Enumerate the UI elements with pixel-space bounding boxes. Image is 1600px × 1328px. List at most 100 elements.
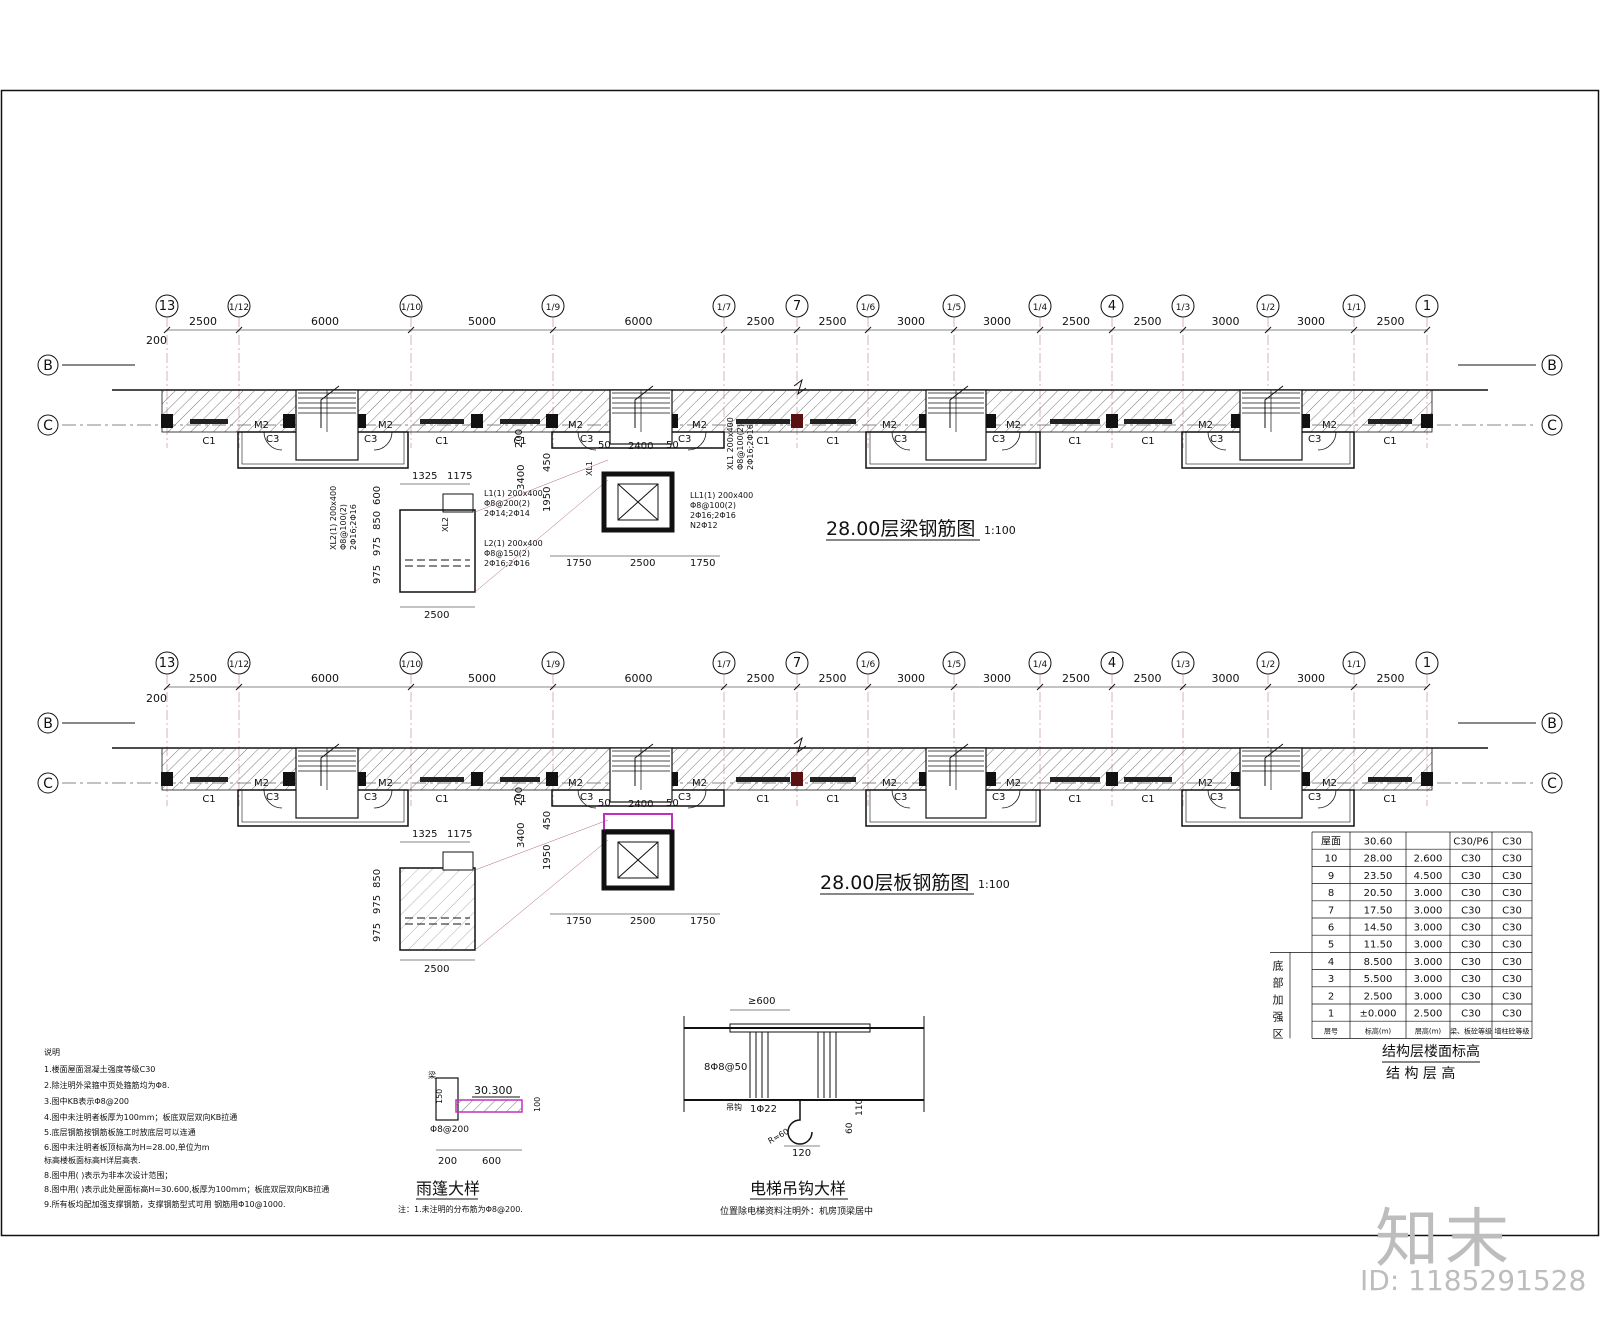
hook-side-dim: 60 bbox=[845, 1122, 855, 1134]
door-tag: M2 bbox=[254, 420, 269, 431]
span-dimension: 2500 bbox=[819, 315, 847, 328]
axis-label: 1/1 bbox=[1347, 660, 1361, 670]
window-tag: C3 bbox=[1308, 434, 1321, 445]
dim-50: 50 bbox=[598, 440, 611, 451]
column bbox=[791, 772, 803, 786]
table-cell: C30 bbox=[1502, 974, 1522, 985]
dim-side: 975 bbox=[372, 895, 383, 914]
span-dimension: 2500 bbox=[1377, 672, 1405, 685]
dimension-tick bbox=[1423, 683, 1431, 691]
wall-dimension: 200 bbox=[514, 787, 525, 806]
dimension-tick bbox=[1036, 326, 1044, 334]
table-cell: 3.000 bbox=[1414, 957, 1443, 968]
canopy-title: 雨篷大样 bbox=[416, 1179, 480, 1198]
stair-arrow bbox=[634, 743, 654, 786]
table-cell: C30 bbox=[1502, 905, 1522, 916]
span-dimension: 2500 bbox=[819, 672, 847, 685]
note-line: 标高楼板面标高H详层高表. bbox=[44, 1155, 141, 1165]
leader-line bbox=[474, 479, 609, 593]
table-cell: C30 bbox=[1461, 888, 1481, 899]
dimension-tick bbox=[864, 683, 872, 691]
left-detail: 1325 1175 850 975 975 2500 bbox=[372, 819, 609, 975]
hook-rebar-label: 8Φ8@50 bbox=[704, 1062, 747, 1073]
stair-arrow bbox=[1264, 385, 1284, 428]
note-l1-1: L1(1) 200x400 bbox=[484, 489, 543, 498]
dimension-tick bbox=[1350, 683, 1358, 691]
dim-1750: 1750 bbox=[566, 558, 591, 569]
table-cell: C30 bbox=[1502, 888, 1522, 899]
axis-label: 1/6 bbox=[861, 660, 876, 670]
note-line: 5.底层钢筋按钢筋板施工时放底层可以连通 bbox=[44, 1127, 196, 1137]
car-cross bbox=[617, 841, 659, 879]
table-cell: C30 bbox=[1461, 1009, 1481, 1020]
note-l2-3: 2Φ16;2Φ16 bbox=[484, 559, 530, 568]
table-side-label: 加 bbox=[1273, 994, 1284, 1007]
window-tag: C1 bbox=[435, 436, 448, 447]
axis-label: 7 bbox=[793, 656, 801, 671]
span-dimension: 3000 bbox=[897, 672, 925, 685]
table-cell: C30 bbox=[1461, 905, 1481, 916]
table-cell: 5.500 bbox=[1364, 974, 1393, 985]
column bbox=[161, 414, 173, 428]
stair-arrow bbox=[320, 385, 340, 428]
table-cell: C30 bbox=[1502, 837, 1522, 848]
table-cell: 9 bbox=[1328, 871, 1334, 882]
hook-bar-label: 1Φ22 bbox=[750, 1104, 777, 1115]
axis-label: 13 bbox=[159, 656, 176, 671]
column bbox=[1421, 414, 1433, 428]
table-side-label: 强 bbox=[1273, 1011, 1284, 1024]
table-cell: 梁、板砼等级 bbox=[1450, 1027, 1492, 1036]
window-tag: C1 bbox=[1068, 436, 1081, 447]
window-tag: C3 bbox=[992, 792, 1005, 803]
dimension-tick bbox=[793, 326, 801, 334]
axis-label-c-right: C bbox=[1547, 776, 1557, 792]
span-dimension: 2500 bbox=[747, 672, 775, 685]
dim-side: 975 bbox=[372, 565, 383, 584]
door-swing bbox=[687, 431, 707, 451]
table-cell: C30 bbox=[1461, 957, 1481, 968]
axis-label: 1/5 bbox=[947, 660, 961, 670]
span-dimension: 2500 bbox=[1134, 315, 1162, 328]
table-cell: 3.000 bbox=[1414, 888, 1443, 899]
dim-side: 975 bbox=[372, 537, 383, 556]
hook-rebars bbox=[749, 1032, 837, 1098]
note-l1-3: 2Φ14;2Φ14 bbox=[484, 509, 530, 518]
plan-scale: 1:100 bbox=[978, 878, 1010, 891]
dimension-tick bbox=[1108, 326, 1116, 334]
table-cell: C30 bbox=[1461, 974, 1481, 985]
door-tag: M2 bbox=[1322, 778, 1337, 789]
stair-arrow bbox=[634, 385, 654, 428]
elevator-car bbox=[617, 841, 659, 879]
hook-bar bbox=[787, 1100, 813, 1145]
dimension-tick bbox=[163, 326, 171, 334]
window-tag: C1 bbox=[1141, 794, 1154, 805]
dim-1175: 1175 bbox=[447, 829, 472, 840]
axis-label-b-left: B bbox=[43, 358, 53, 374]
axis-label: 4 bbox=[1108, 299, 1116, 314]
dimension-tick bbox=[235, 326, 243, 334]
table-cell: 5 bbox=[1328, 940, 1334, 951]
detail-outline bbox=[399, 509, 476, 593]
door-tag: M2 bbox=[1198, 778, 1213, 789]
note-xl1-3: 2Φ16;2Φ16 bbox=[746, 424, 755, 470]
note-xl2-1: XL2(1) 200x400 bbox=[329, 486, 338, 550]
break-mark bbox=[793, 736, 807, 754]
window-tag: C3 bbox=[364, 792, 377, 803]
table-cell: 1 bbox=[1328, 1009, 1334, 1020]
plan-scale: 1:100 bbox=[984, 524, 1016, 537]
table-cell: 层号 bbox=[1324, 1028, 1338, 1036]
window-tag: C1 bbox=[202, 794, 215, 805]
table-cell: 标高(m) bbox=[1365, 1027, 1392, 1036]
table-cell: 20.50 bbox=[1364, 888, 1393, 899]
dimension-tick bbox=[407, 683, 415, 691]
offset-dimension: 200 bbox=[146, 692, 167, 705]
column bbox=[984, 414, 996, 428]
car-cross bbox=[617, 483, 659, 521]
axis-label-b-right: B bbox=[1547, 716, 1557, 732]
door-swing bbox=[891, 431, 911, 451]
hook-note: 位置除电梯资料注明外：机房顶梁居中 bbox=[720, 1205, 873, 1217]
